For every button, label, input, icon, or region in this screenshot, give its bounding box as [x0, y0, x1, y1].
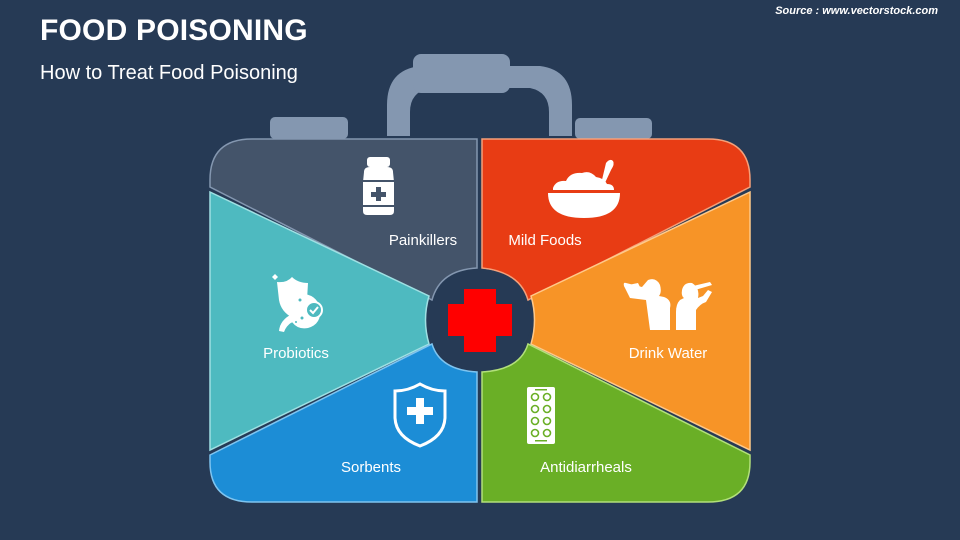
pill-blister-icon: [527, 387, 555, 444]
segment-probiotics: [209, 190, 430, 452]
food-bowl-icon: [548, 159, 620, 218]
people-drinking-icon: [623, 279, 712, 330]
segment-mild-foods: [481, 138, 751, 302]
center-badge: [429, 269, 531, 371]
segment-sorbents: [209, 342, 478, 503]
label-antidiarrheals: Antidiarrheals: [540, 459, 632, 476]
label-drink-water: Drink Water: [628, 345, 708, 362]
page-title: FOOD POISONING: [40, 14, 308, 47]
shield-cross-icon: [393, 382, 447, 448]
label-probiotics: Probiotics: [263, 345, 329, 362]
stomach-shield-icon: [272, 274, 323, 332]
label-painkillers: Painkillers: [388, 232, 458, 249]
segment-antidiarrheals: [481, 342, 751, 503]
label-mild-foods: Mild Foods: [508, 232, 582, 249]
medicine-bottle-icon: [363, 157, 394, 215]
medical-cross-icon: [448, 289, 512, 352]
page-subtitle: How to Treat Food Poisoning: [40, 62, 298, 84]
label-sorbents: Sorbents: [340, 459, 402, 476]
segment-painkillers: [209, 138, 478, 302]
source-credit: Source : www.vectorstock.com: [775, 5, 938, 17]
segment-drink-water: [530, 190, 751, 452]
kit-handle: [270, 54, 652, 139]
